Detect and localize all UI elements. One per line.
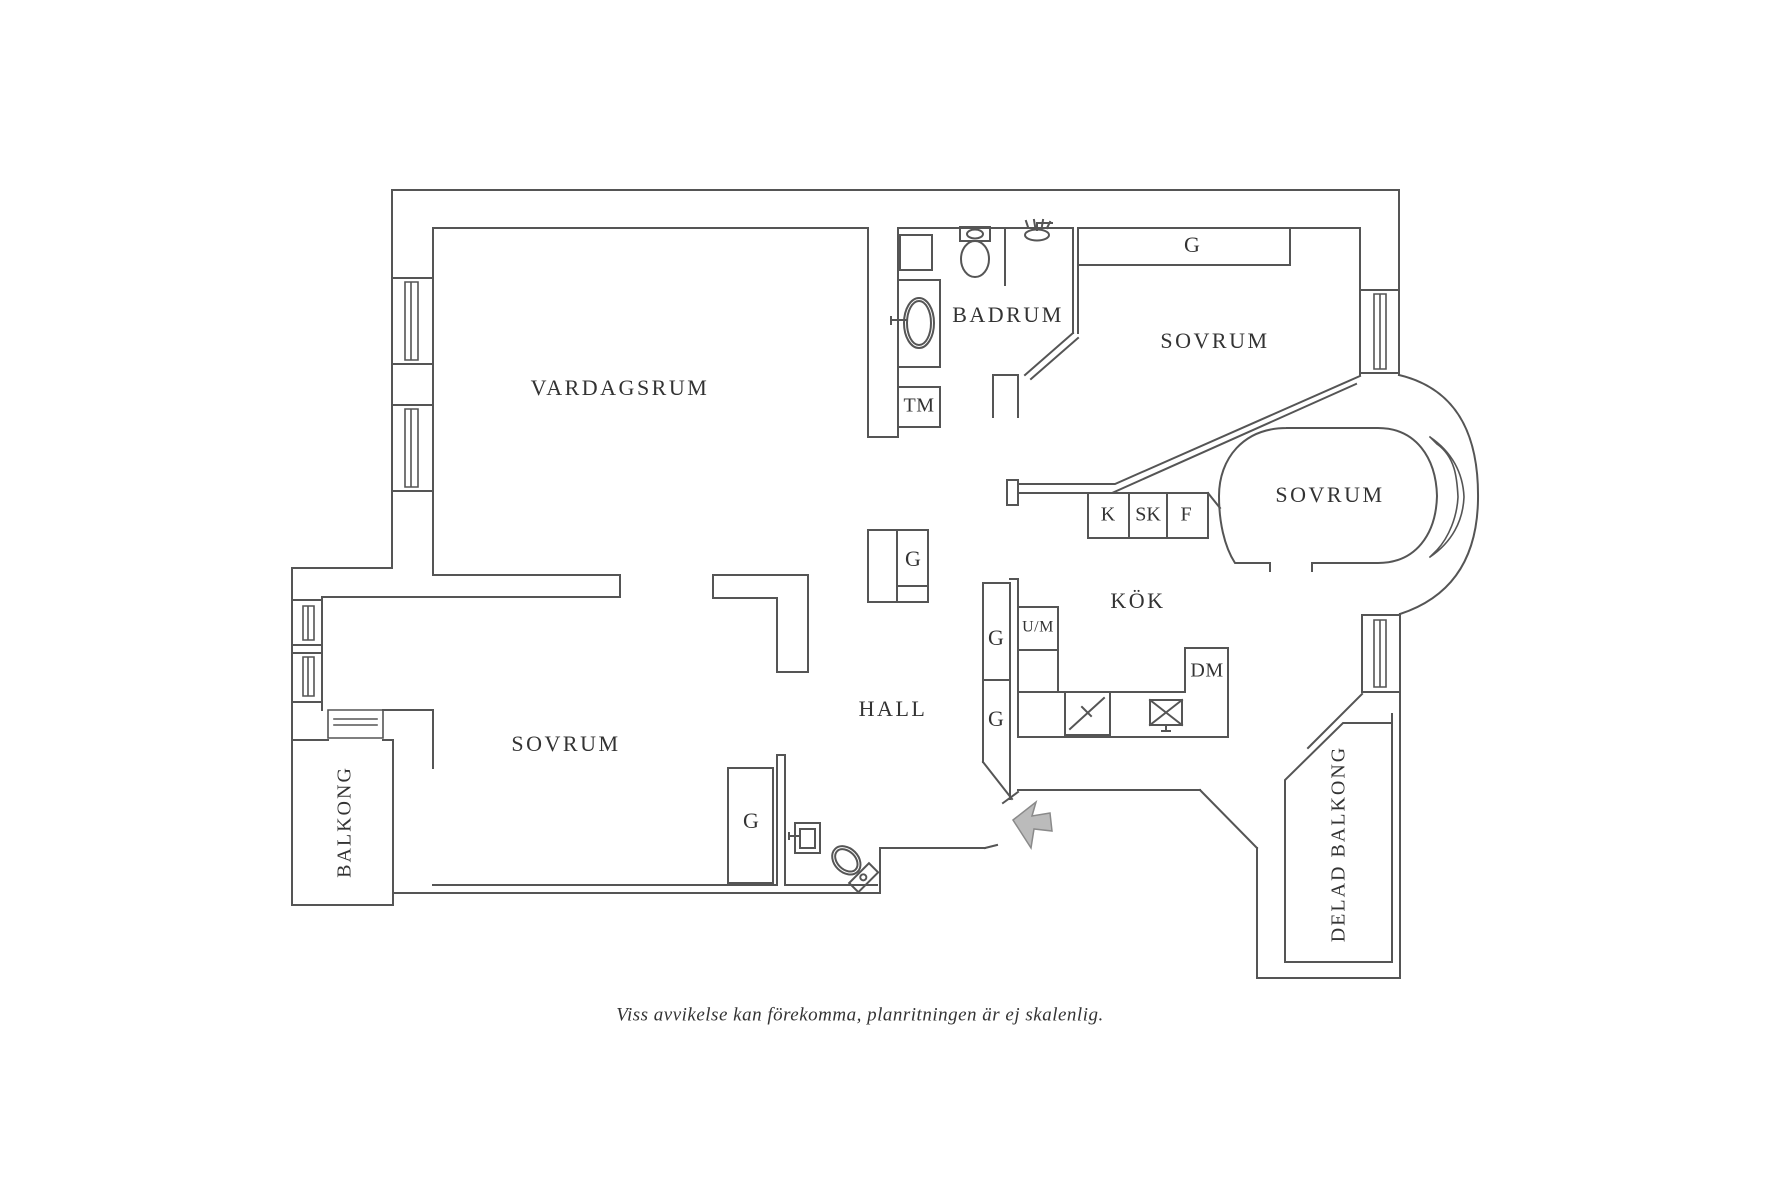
kitchen-sink-icon xyxy=(1148,698,1184,732)
label-sovrum-east: SOVRUM xyxy=(1275,482,1384,507)
dishwasher xyxy=(1184,647,1229,738)
label-delad-balkong: DELAD BALKONG xyxy=(1328,746,1350,943)
fridge-cabinet-freezer-row xyxy=(1087,491,1222,539)
kitchen-counter xyxy=(1017,691,1229,738)
label-dm: DM xyxy=(1190,660,1223,682)
washbasin-counter xyxy=(897,279,941,368)
shower-icon xyxy=(1024,218,1053,231)
label-g-strip-upper: G xyxy=(988,625,1004,650)
toilet-tank-icon xyxy=(959,226,991,242)
label-g-sovrum-sw: G xyxy=(743,808,759,833)
kitchen-fixtures xyxy=(1017,491,1229,738)
toilet-bowl-icon xyxy=(960,240,990,278)
label-f: F xyxy=(1180,504,1191,526)
label-g-hall-center: G xyxy=(905,546,921,571)
entry-arrow xyxy=(1011,799,1053,851)
label-balkong: BALKONG xyxy=(334,766,356,878)
label-badrum: BADRUM xyxy=(952,302,1064,327)
label-kok: KÖK xyxy=(1110,588,1165,613)
label-um: U/M xyxy=(1022,619,1054,636)
shower-head-icon xyxy=(1024,228,1050,242)
label-g-strip-lower: G xyxy=(988,706,1004,731)
label-sovrum-sw: SOVRUM xyxy=(511,731,620,756)
bathroom-cabinet xyxy=(899,234,933,271)
washbasin-icon xyxy=(903,297,935,349)
stove-icon xyxy=(1064,691,1111,736)
label-sk: SK xyxy=(1135,504,1161,526)
label-tm: TM xyxy=(904,395,935,417)
washbasin-inner-icon xyxy=(906,300,932,346)
caption: Viss avvikelse kan förekomma, planritnin… xyxy=(616,1004,1103,1025)
interior-walls xyxy=(291,227,1401,963)
oven-microwave-column xyxy=(1017,606,1059,738)
wc-fixtures xyxy=(788,822,880,894)
washing-machine-box xyxy=(897,386,941,428)
wardrobe-units xyxy=(727,227,1291,884)
plan-labels: VARDAGSRUM BADRUM SOVRUM SOVRUM SOVRUM KÖK HAL… xyxy=(334,232,1384,943)
toilet-lid-icon xyxy=(966,228,984,240)
bathroom-fixtures xyxy=(890,218,1053,428)
outer-walls xyxy=(291,189,1480,979)
bay-room-walls xyxy=(1217,426,1439,572)
label-g-sovrum-ne: G xyxy=(1184,232,1200,257)
wc-toilet-icon xyxy=(831,845,880,894)
washbasin-faucet-icon xyxy=(890,316,907,325)
entrance-door-jambs xyxy=(983,790,1020,850)
wc-sink-icon xyxy=(788,822,821,854)
label-vardagsrum: VARDAGSRUM xyxy=(531,375,710,400)
label-hall: HALL xyxy=(859,696,928,721)
label-k: K xyxy=(1101,504,1116,526)
label-sovrum-ne: SOVRUM xyxy=(1160,328,1269,353)
windows xyxy=(302,281,1465,739)
